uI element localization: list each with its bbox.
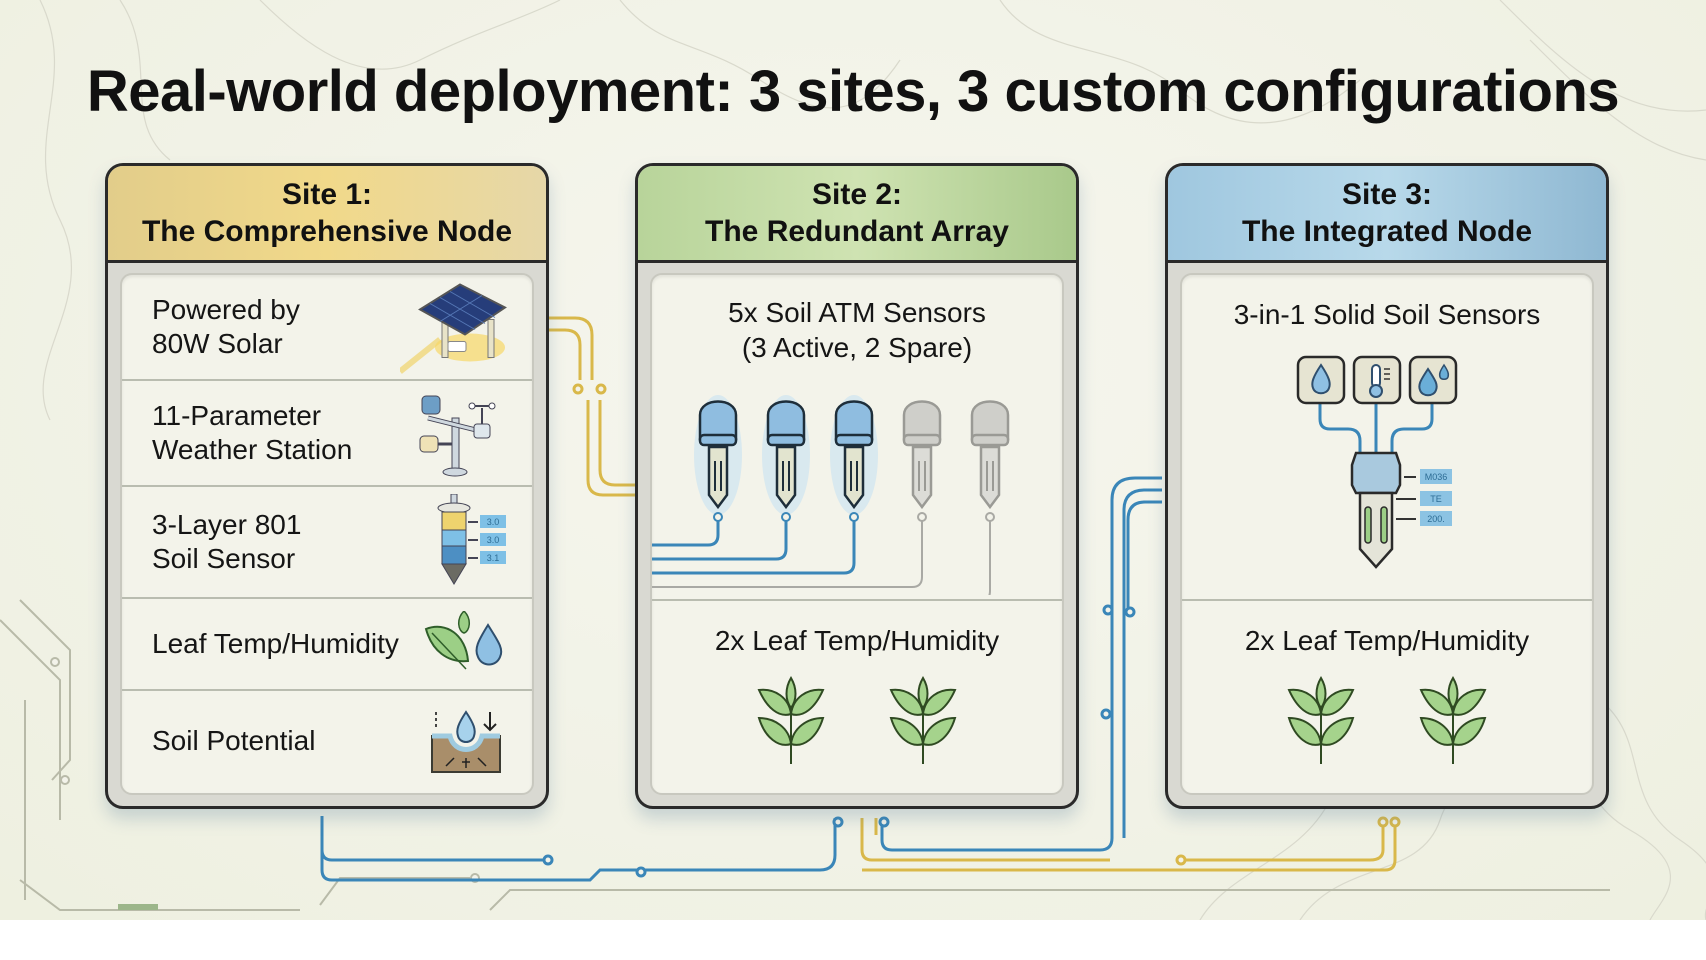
plant-icon — [749, 674, 833, 771]
active-soil-probe — [694, 395, 742, 522]
label-line: Leaf Temp/Humidity — [152, 628, 399, 659]
thermometer-icon — [1352, 355, 1402, 405]
solar-panel-icon — [400, 283, 507, 374]
soil-atm-section: 5x Soil ATM Sensors (3 Active, 2 Spare) — [652, 275, 1062, 601]
spare-probe-wire — [652, 521, 923, 588]
section-label-sub: (3 Active, 2 Spare) — [741, 332, 973, 363]
layer-tag — [480, 533, 506, 546]
leaf-section: 2x Leaf Temp/Humidity — [652, 601, 1062, 789]
component-row-leaf: Leaf Temp/Humidity — [122, 599, 532, 691]
label-line: Soil Potential — [152, 725, 316, 756]
label-line: 80W Solar — [152, 328, 283, 359]
site-3-header: Site 3: The Integrated Node — [1168, 166, 1606, 263]
probe-tag-text: M036 — [1425, 472, 1448, 482]
leaf-droplet-icon — [424, 611, 503, 670]
label-line: 11-Parameter — [152, 400, 322, 431]
section-label: 3-in-1 Solid Soil Sensors — [1233, 299, 1541, 330]
site-2-header: Site 2: The Redundant Array — [638, 166, 1076, 263]
section-label: 2x Leaf Temp/Humidity — [714, 625, 1000, 656]
component-label: 3-Layer 801 Soil Sensor — [152, 508, 301, 576]
plant-icons — [1182, 674, 1592, 771]
component-row-solar: Powered by 80W Solar — [122, 275, 532, 381]
active-soil-probe — [830, 395, 878, 522]
active-probe-wire — [652, 521, 720, 547]
site-2-components: 5x Soil ATM Sensors (3 Active, 2 Spare) … — [650, 273, 1064, 795]
label-line: Powered by — [152, 294, 300, 325]
page-title: Real-world deployment: 3 sites, 3 custom… — [86, 59, 1620, 124]
site-2-number: Site 2: — [811, 178, 903, 211]
site-1-components: Powered by 80W Solar 11-Parameter Weathe… — [120, 273, 534, 795]
section-label: 5x Soil ATM Sensors — [728, 297, 986, 328]
diagram-canvas: Real-world deployment: 3 sites, 3 custom… — [0, 0, 1706, 920]
soil-potential-icon — [431, 710, 501, 773]
three-in-one-probe-icon: M036 TE 200. — [1296, 355, 1458, 569]
site-1-card: Site 1: The Comprehensive Node Powered b… — [105, 163, 549, 818]
weather-station-icon — [419, 395, 496, 477]
component-row-potential: Soil Potential — [122, 691, 532, 791]
spare-soil-probe — [970, 400, 1010, 522]
gold-wires — [548, 316, 1401, 872]
component-row-soil: 3-Layer 801 Soil Sensor 3.0 3.0 — [122, 487, 532, 599]
site-1-number: Site 1: — [281, 178, 373, 211]
probe-tag-text: TE — [1430, 494, 1442, 504]
site-3-card: Site 3: The Integrated Node 3-in-1 Solid… — [1165, 163, 1609, 818]
site-3-number: Site 3: — [1341, 178, 1433, 211]
trace-pad — [118, 904, 158, 910]
topographic-lines — [39, 0, 1706, 920]
ec-drops-icon — [1408, 355, 1458, 405]
site-1-name: The Comprehensive Node — [141, 215, 513, 248]
spare-soil-probe — [902, 400, 942, 522]
layered-soil-probe-icon: 3.0 3.0 3.1 — [437, 494, 506, 585]
site-2-card: Site 2: The Redundant Array 5x Soil ATM … — [635, 163, 1079, 818]
component-label: Soil Potential — [152, 724, 315, 758]
blue-wires — [320, 476, 1162, 882]
active-soil-probe — [762, 395, 810, 522]
layer-tag — [480, 515, 506, 528]
leaf-section: 2x Leaf Temp/Humidity — [1182, 601, 1592, 789]
layer-tag — [480, 551, 506, 564]
soil-probe-array-icon — [652, 395, 1010, 595]
active-probe-wire — [652, 521, 856, 575]
label-line: 3-Layer 801 — [152, 509, 302, 540]
label-line: Soil Sensor — [152, 543, 296, 574]
layer-tag-text: 3.0 — [487, 517, 500, 527]
component-label: Leaf Temp/Humidity — [152, 627, 399, 661]
component-label: 11-Parameter Weather Station — [152, 399, 352, 467]
plant-icons — [652, 674, 1062, 771]
site-2-name: The Redundant Array — [705, 215, 1009, 248]
plant-icon — [1411, 674, 1495, 771]
moisture-drop-icon — [1296, 355, 1346, 405]
layer-tag-text: 3.1 — [487, 553, 500, 563]
probe-tag-text: 200. — [1427, 514, 1445, 524]
active-probe-wire — [652, 521, 788, 561]
component-label: Powered by 80W Solar — [152, 293, 300, 361]
plant-icon — [881, 674, 965, 771]
site-3-name: The Integrated Node — [1241, 215, 1533, 248]
layer-tag-text: 3.0 — [487, 535, 500, 545]
component-row-weather: 11-Parameter Weather Station — [122, 381, 532, 487]
spare-probe-wire — [988, 521, 991, 595]
label-line: Weather Station — [152, 434, 353, 465]
three-in-one-section: 3-in-1 Solid Soil Sensors — [1182, 275, 1592, 601]
plant-icon — [1279, 674, 1363, 771]
site-1-header: Site 1: The Comprehensive Node — [108, 166, 546, 263]
section-label: 2x Leaf Temp/Humidity — [1244, 625, 1530, 656]
site-3-components: 3-in-1 Solid Soil Sensors — [1180, 273, 1594, 795]
background-traces — [0, 0, 1706, 920]
